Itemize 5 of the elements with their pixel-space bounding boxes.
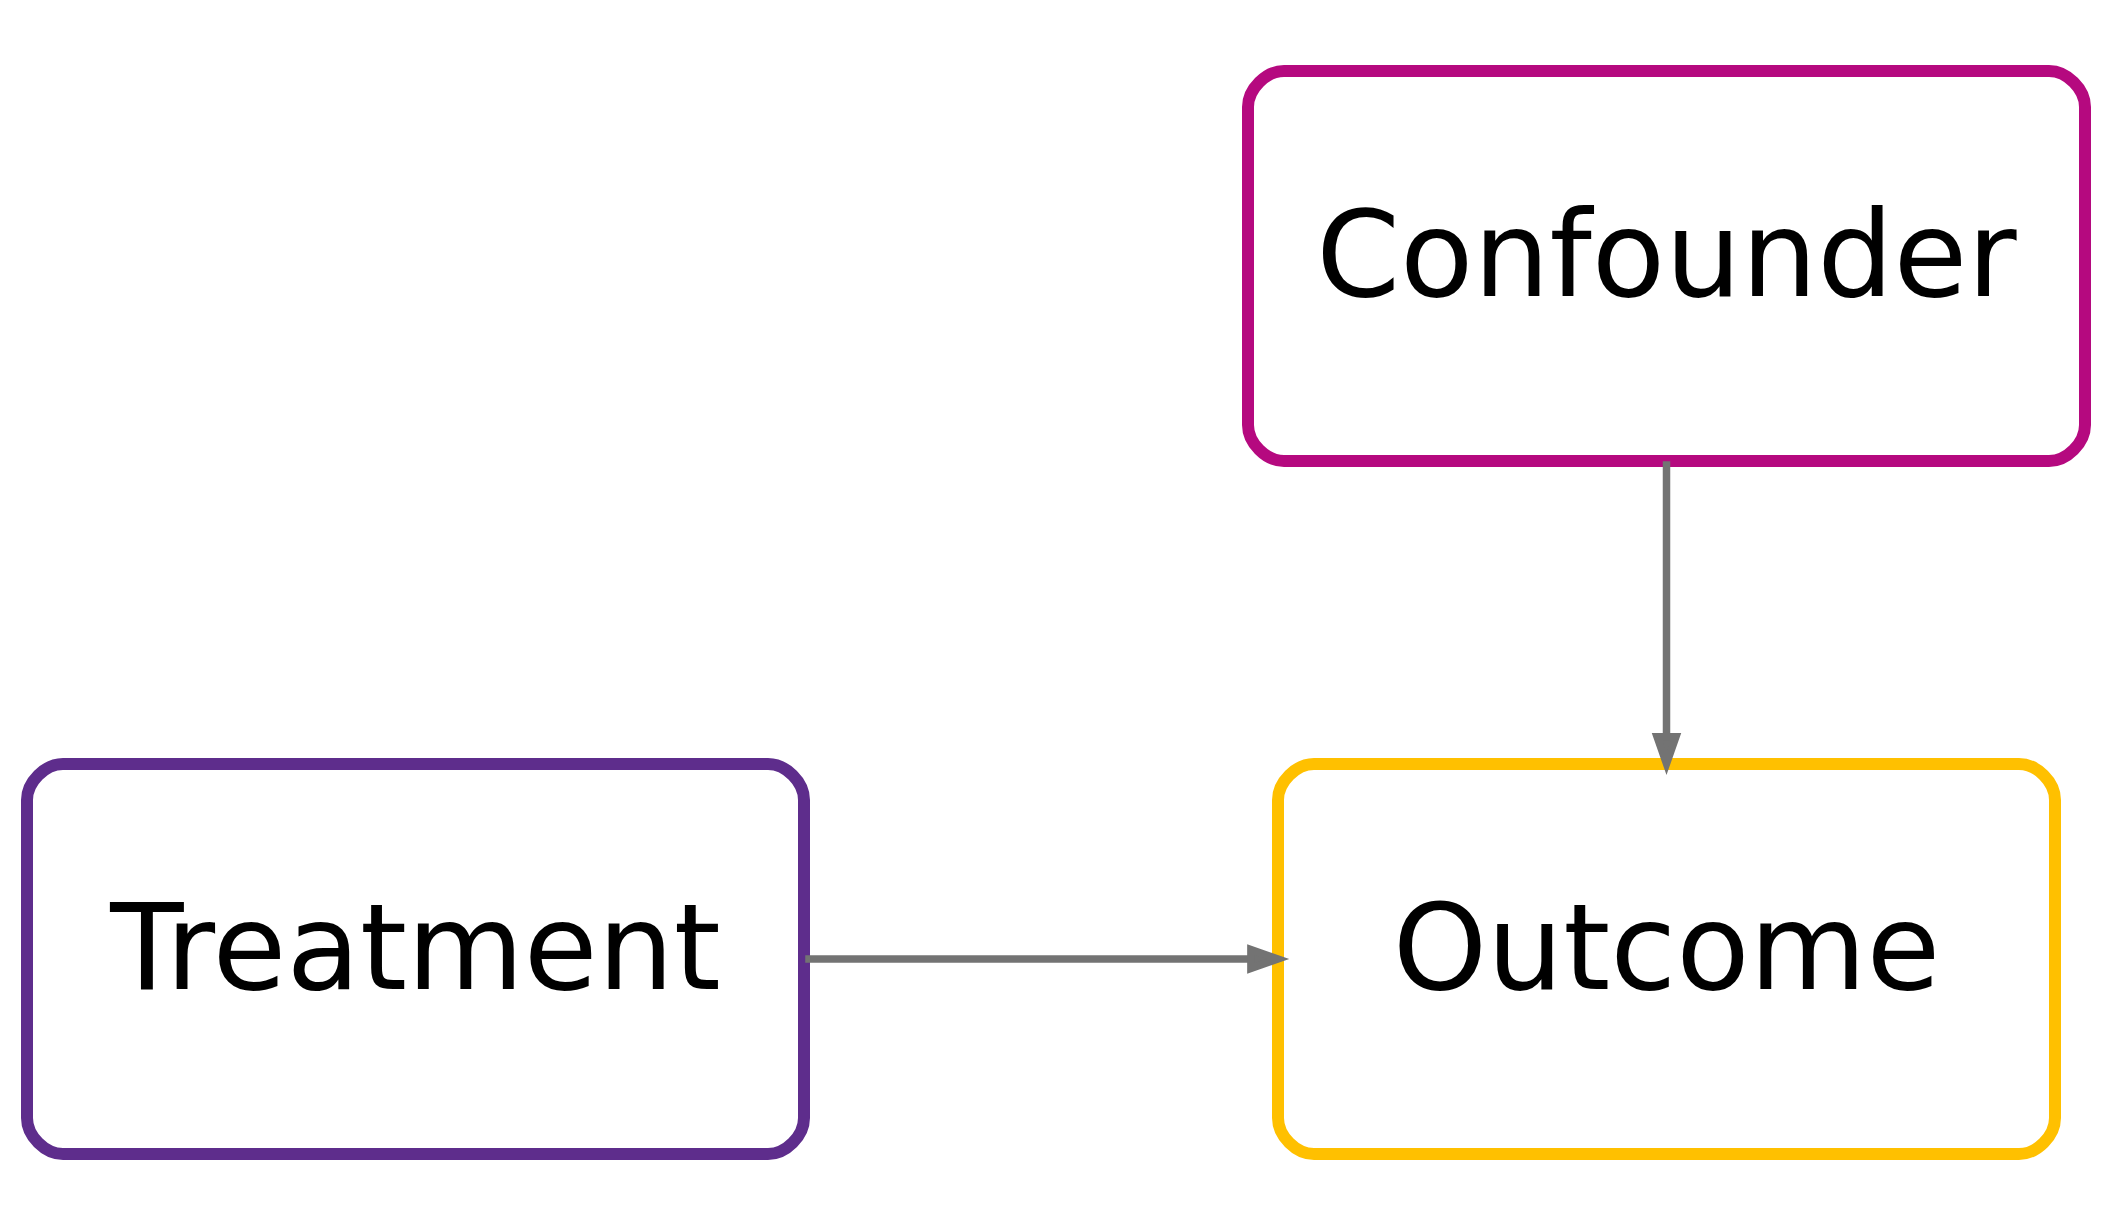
arrow [805,943,1290,974]
node-box: Outcome [1272,757,2061,1160]
arrow [1651,460,1682,775]
node-box: Treatment [21,757,810,1160]
node-box: Confounder [1242,64,2091,467]
